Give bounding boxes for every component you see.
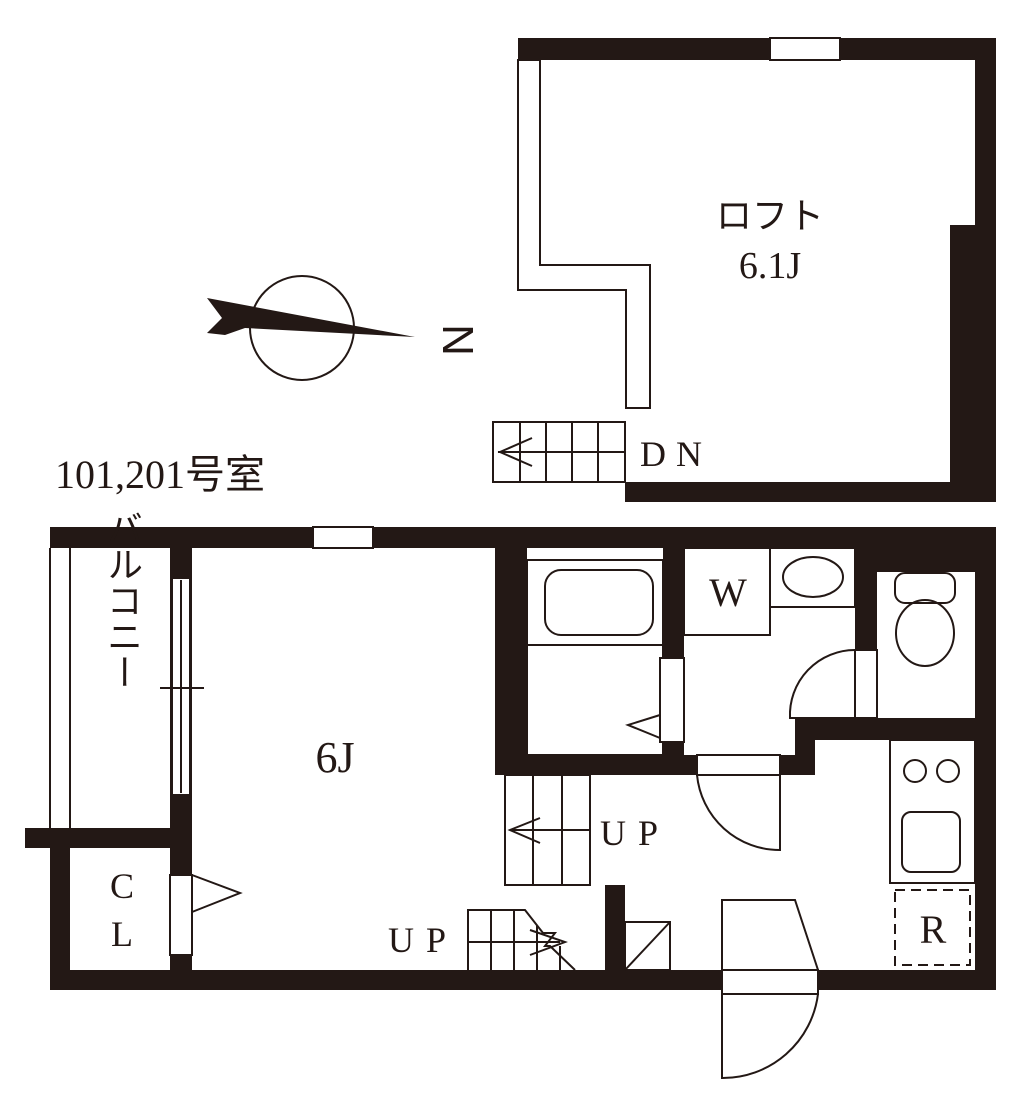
washroom-door[interactable] (696, 754, 781, 776)
stairs-up-label: UP (600, 813, 670, 853)
toilet-door[interactable] (854, 649, 878, 719)
washer-label: W (709, 570, 747, 615)
closet-label-l: L (111, 914, 133, 954)
north-label: N (433, 324, 482, 356)
toilet-icon (894, 572, 956, 667)
stairs-up-2-label: UP (388, 920, 458, 960)
main-room-size: 6J (315, 733, 354, 782)
closet-label-c: C (110, 866, 134, 906)
loft-walls (517, 37, 996, 502)
fridge-space (894, 889, 971, 966)
kitchen-icon (889, 739, 976, 884)
window (312, 526, 374, 549)
entrance-door[interactable] (721, 899, 820, 1080)
fridge-label: R (920, 907, 947, 952)
unit-title: 101,201号室 (55, 452, 265, 497)
bath-door[interactable] (659, 657, 685, 743)
loft-name: ロフト (716, 196, 824, 236)
loft-stairs (492, 421, 626, 483)
stairs-down-label: DN (640, 434, 712, 474)
loft-window (769, 37, 841, 61)
washbasin-icon (769, 547, 856, 608)
closet-door (169, 874, 193, 956)
loft-size: 6.1J (739, 245, 801, 287)
stairs-up (504, 774, 591, 886)
shoe-cabinet (624, 921, 671, 971)
balcony-label: バルコニー (102, 510, 142, 690)
north-arrow-icon (207, 275, 415, 381)
stairs-up-2 (467, 909, 576, 971)
bathtub-icon (526, 559, 664, 756)
